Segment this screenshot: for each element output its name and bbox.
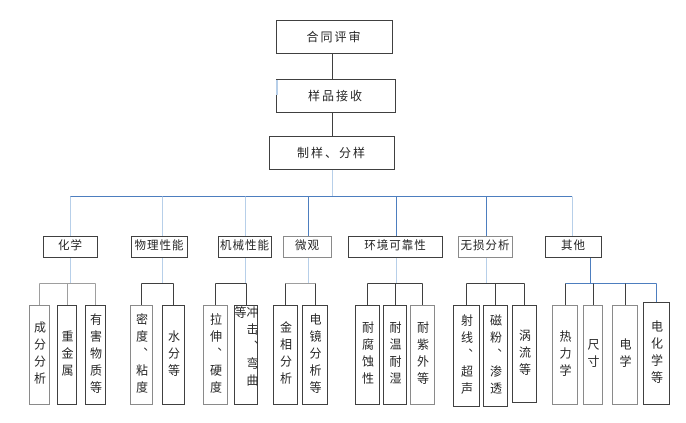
branch-microscopic: 微观 — [283, 236, 332, 258]
child-impact-bending-label: 冲击、弯曲等 — [233, 306, 259, 391]
child-tensile-hardness-label: 拉伸、硬度 — [208, 312, 223, 398]
child-temp-humidity-resistance-label: 耐温耐湿 — [388, 321, 402, 389]
selection-accent-mark — [276, 80, 278, 95]
child-composition-analysis-label: 成分分析 — [32, 321, 47, 389]
branch-microscopic-label: 微观 — [295, 240, 320, 253]
child-density-viscosity: 密度、粘度 — [130, 305, 153, 405]
child-composition-analysis: 成分分析 — [29, 305, 50, 405]
node-sample-receipt-label: 样品接收 — [307, 89, 364, 103]
branch-environmental-reliability: 环境可靠性 — [348, 236, 443, 258]
branch-nondestructive-analysis: 无损分析 — [458, 236, 513, 258]
child-eddy-current-label: 涡流等 — [517, 328, 532, 380]
child-electrochemistry-label: 电化学等 — [649, 319, 664, 388]
child-hazardous-substances: 有害物质等 — [85, 305, 106, 405]
branch-chemistry: 化学 — [43, 236, 98, 258]
gray-bracket-connectors — [39, 283, 316, 305]
child-magnetic-penetrant: 磁粉、渗透 — [483, 305, 508, 407]
child-hazardous-substances-label: 有害物质等 — [88, 312, 103, 398]
child-xray-ultrasonic: 射线、超声 — [453, 305, 480, 407]
branch-nondestructive-analysis-label: 无损分析 — [460, 240, 511, 253]
branch-mechanical-properties-label: 机械性能 — [220, 240, 270, 253]
dark-bracket-connectors — [141, 283, 626, 305]
child-density-viscosity-label: 密度、粘度 — [134, 312, 149, 398]
branch-mechanical-properties: 机械性能 — [218, 236, 272, 258]
light-blue-connectors — [70, 170, 573, 284]
child-thermodynamics: 热力学 — [552, 305, 578, 405]
child-corrosion-resistance: 耐腐蚀性 — [355, 305, 380, 405]
child-tensile-hardness: 拉伸、硬度 — [203, 305, 228, 405]
child-metallographic-analysis: 金相分析 — [273, 305, 298, 405]
child-xray-ultrasonic-label: 射线、超声 — [459, 313, 474, 399]
child-electrical-label: 电学 — [618, 338, 632, 372]
child-dimensions: 尺寸 — [583, 305, 603, 405]
node-contract-review-label: 合同评审 — [306, 30, 363, 44]
child-metallographic-analysis-label: 金相分析 — [278, 321, 293, 389]
node-sample-prep-label: 制样、分样 — [296, 146, 367, 160]
child-heavy-metals-label: 重金属 — [60, 329, 74, 381]
child-dimensions-label: 尺寸 — [586, 338, 600, 372]
child-eddy-current: 涡流等 — [512, 305, 537, 403]
branch-physical-properties: 物理性能 — [131, 236, 188, 258]
child-magnetic-penetrant-label: 磁粉、渗透 — [488, 313, 503, 399]
branch-environmental-reliability-label: 环境可靠性 — [364, 240, 427, 253]
branch-other-label: 其他 — [561, 240, 586, 253]
node-sample-prep: 制样、分样 — [269, 136, 395, 170]
child-heavy-metals: 重金属 — [57, 305, 77, 405]
branch-chemistry-label: 化学 — [58, 240, 83, 253]
node-sample-receipt: 样品接收 — [276, 79, 396, 113]
main-rail-connectors — [70, 196, 657, 305]
child-impact-bending: 冲击、弯曲等 — [233, 305, 259, 405]
child-moisture-label: 水分等 — [166, 329, 181, 381]
child-electrochemistry: 电化学等 — [643, 302, 670, 405]
node-contract-review: 合同评审 — [276, 20, 393, 54]
child-uv-resistance-label: 耐紫外等 — [415, 321, 430, 389]
child-temp-humidity-resistance: 耐温耐湿 — [383, 305, 407, 405]
child-electrical: 电学 — [612, 305, 638, 405]
branch-other: 其他 — [545, 236, 602, 258]
branch-physical-properties-label: 物理性能 — [134, 240, 185, 253]
child-moisture: 水分等 — [162, 305, 185, 405]
child-corrosion-resistance-label: 耐腐蚀性 — [360, 321, 375, 389]
child-electron-microscopy-label: 电镜分析等 — [308, 312, 322, 398]
child-uv-resistance: 耐紫外等 — [410, 305, 435, 405]
child-thermodynamics-label: 热力学 — [558, 329, 572, 381]
child-electron-microscopy: 电镜分析等 — [302, 305, 328, 405]
